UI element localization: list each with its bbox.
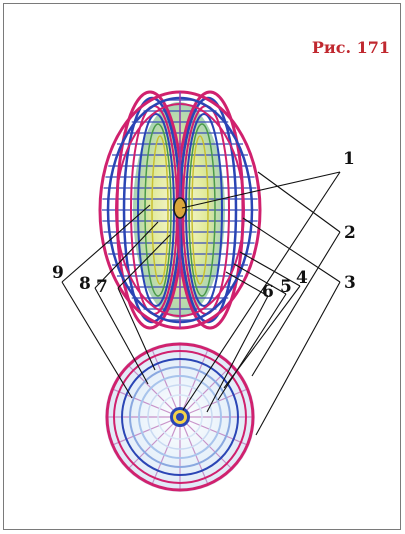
- figure-title: Рис. 171: [311, 38, 390, 57]
- disc-spoke: [179, 416, 209, 485]
- disc-spoke: [127, 416, 181, 470]
- label-4: 4: [296, 268, 308, 288]
- disc-top-view: [105, 342, 255, 492]
- torus-side-view: [98, 90, 262, 330]
- label-5: 5: [280, 277, 292, 297]
- disc-spoke: [127, 364, 181, 418]
- disc-spoke: [179, 364, 233, 418]
- number-labels: 1 2 3 4 5 6 7 8 9: [52, 149, 356, 302]
- disc-spoke: [151, 349, 181, 418]
- disc-center-inner: [176, 413, 184, 421]
- leader-lines: [61, 171, 341, 436]
- disc-spoke: [179, 416, 248, 446]
- center-node: [173, 197, 187, 219]
- disc-spoke: [112, 388, 181, 418]
- label-9: 9: [52, 263, 64, 283]
- disc-spoke: [179, 416, 233, 470]
- disc-spoke: [151, 416, 181, 485]
- label-6: 6: [262, 282, 274, 302]
- label-7: 7: [96, 277, 108, 297]
- disc-spokes: [107, 344, 253, 490]
- label-8: 8: [79, 274, 91, 294]
- disc-rings: [105, 342, 255, 492]
- disc-spoke: [179, 388, 248, 418]
- label-2: 2: [344, 223, 356, 243]
- label-1: 1: [343, 149, 355, 169]
- disc-spoke: [112, 416, 181, 446]
- label-3: 3: [344, 273, 356, 293]
- disc-spoke: [179, 349, 209, 418]
